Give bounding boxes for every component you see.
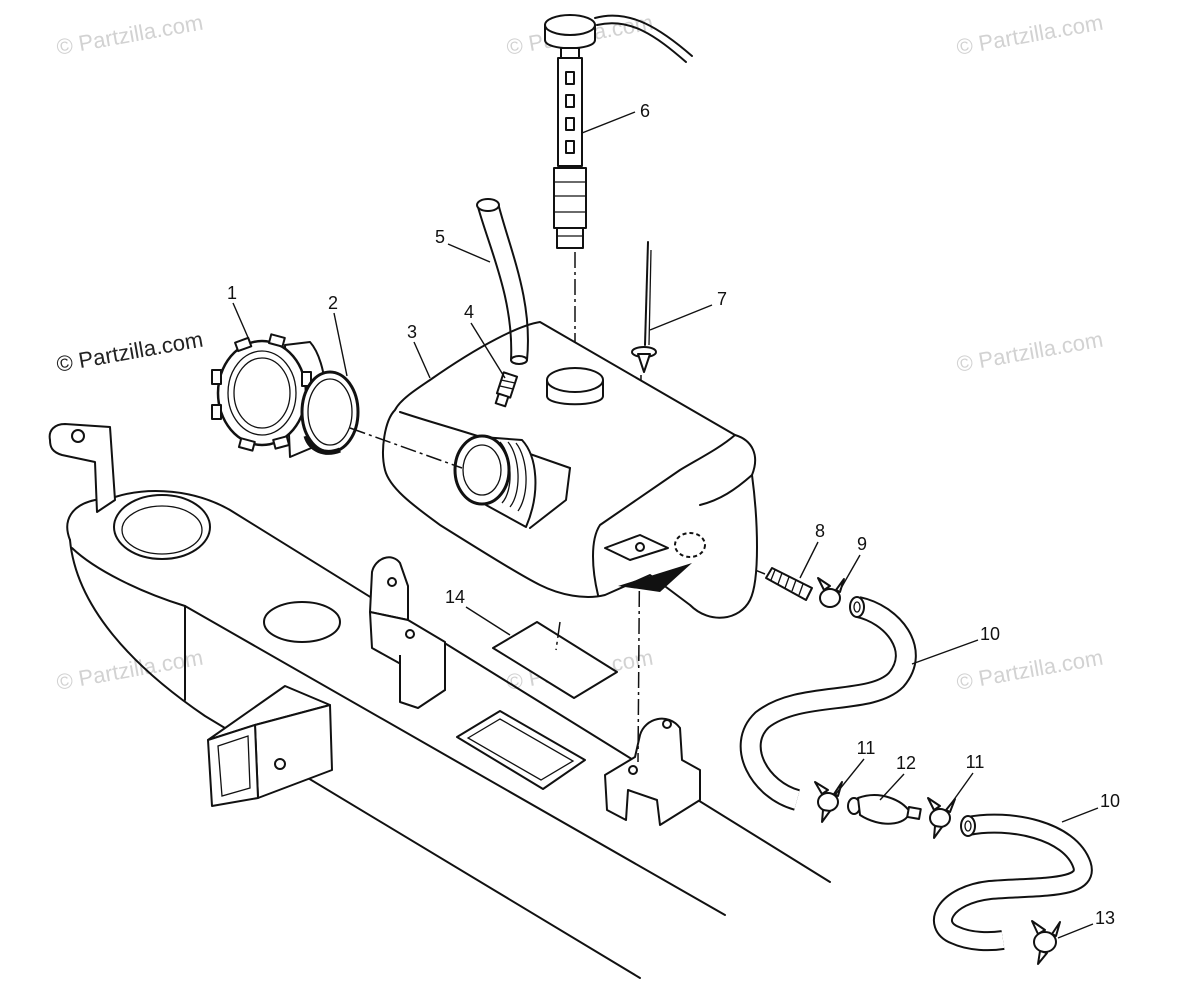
watermark: © Partzilla.com	[955, 327, 1105, 377]
callout-6: 6	[640, 101, 650, 121]
callout-numbers: 1 2 3 4 5 6 7 8 9 10 11 12 11 10 13 14	[227, 101, 1120, 928]
oil-tank	[382, 321, 758, 619]
hitch-tube	[207, 685, 333, 807]
inline-filter	[847, 794, 922, 825]
frame-oval-hole	[263, 601, 341, 643]
callout-14: 14	[445, 587, 465, 607]
callout-1: 1	[227, 283, 237, 303]
callout-11: 11	[966, 752, 985, 772]
cap-axis	[349, 427, 463, 469]
center-bracket	[369, 556, 446, 709]
vent-fitting	[494, 371, 519, 408]
oil-hose-upper	[739, 596, 917, 811]
dipstick-sender	[544, 14, 693, 249]
callout-4: 4	[464, 302, 474, 322]
watermark: © Partzilla.com	[55, 10, 205, 60]
callout-10: 10	[980, 624, 1000, 644]
watermark: © Partzilla.com	[55, 327, 205, 377]
callout-5: 5	[435, 227, 445, 247]
hose-clamp	[814, 781, 843, 823]
leader-lines	[232, 111, 1099, 939]
callout-11: 11	[857, 738, 876, 758]
callout-3: 3	[407, 322, 417, 342]
callout-12: 12	[896, 753, 916, 773]
outlet-fitting	[765, 567, 813, 601]
frame-rect-opening	[456, 710, 586, 790]
callout-10: 10	[1100, 791, 1120, 811]
watermark: © Partzilla.com	[955, 645, 1105, 695]
callout-2: 2	[328, 293, 338, 313]
hose-clamp	[1031, 920, 1061, 965]
frame-mount-tab	[48, 423, 116, 513]
right-bracket	[604, 717, 701, 826]
callout-13: 13	[1095, 908, 1115, 928]
level-rod	[631, 241, 657, 373]
frame	[48, 423, 831, 979]
callout-7: 7	[717, 289, 727, 309]
watermark: © Partzilla.com	[55, 645, 205, 695]
frame-round-hole	[113, 494, 211, 560]
vent-hose	[476, 198, 529, 365]
cap-gasket	[300, 370, 360, 455]
oil-hose-lower	[933, 813, 1093, 952]
hose-clamp	[817, 577, 845, 608]
watermark: © Partzilla.com	[955, 10, 1105, 60]
pad	[492, 621, 618, 699]
callout-9: 9	[857, 534, 867, 554]
callout-8: 8	[815, 521, 825, 541]
